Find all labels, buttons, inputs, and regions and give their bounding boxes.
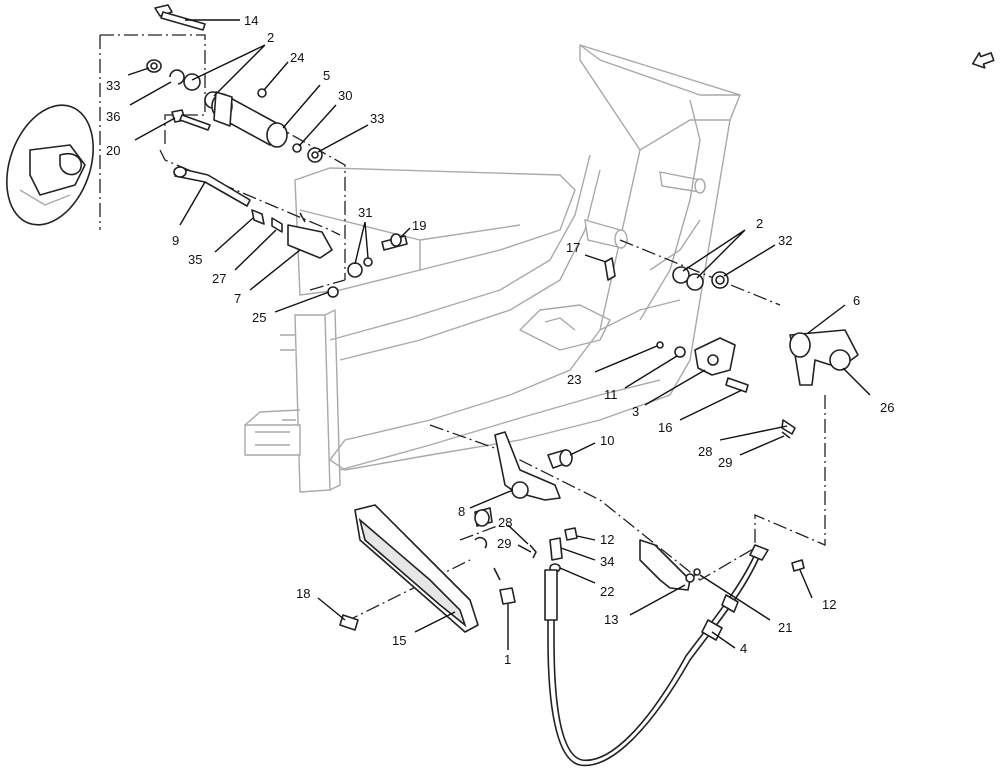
- callout-31: 31: [358, 205, 372, 220]
- bottom-parts: [339, 504, 805, 767]
- callout-5: 5: [323, 68, 330, 83]
- callout-15: 15: [392, 633, 406, 648]
- callout-11: 11: [604, 387, 618, 402]
- right-side-parts: [474, 257, 859, 527]
- callout-28: 28: [698, 444, 712, 459]
- callout-13: 13: [604, 612, 618, 627]
- callout-12: 12: [600, 532, 614, 547]
- callout-6: 6: [853, 293, 860, 308]
- callout-labels: 14 2 24 5 30 33 33 36 20 9 35 27 7 25 31…: [106, 13, 894, 667]
- callout-34: 34: [600, 554, 614, 569]
- callout-27: 27: [212, 271, 226, 286]
- callout-35: 35: [188, 252, 202, 267]
- callout-8: 8: [458, 504, 465, 519]
- callout-19: 19: [412, 218, 426, 233]
- assembly-lines: [99, 34, 826, 623]
- callout-2: 2: [267, 30, 274, 45]
- callout-21: 21: [778, 620, 792, 635]
- callout-22: 22: [600, 584, 614, 599]
- callout-24: 24: [290, 50, 304, 65]
- callout-32: 32: [778, 233, 792, 248]
- callout-4: 4: [740, 641, 747, 656]
- callout-7: 7: [234, 291, 241, 306]
- callout-33: 33: [106, 78, 120, 93]
- callout-26: 26: [880, 400, 894, 415]
- callout-3: 3: [632, 404, 639, 419]
- callout-33: 33: [370, 111, 384, 126]
- callout-10: 10: [600, 433, 614, 448]
- callout-23: 23: [567, 372, 581, 387]
- callout-16: 16: [658, 420, 672, 435]
- callout-9: 9: [172, 233, 179, 248]
- callout-12: 12: [822, 597, 836, 612]
- callout-20: 20: [106, 143, 120, 158]
- direction-arrow-icon: [971, 52, 995, 69]
- callout-2: 2: [756, 216, 763, 231]
- callout-36: 36: [106, 109, 120, 124]
- callout-28: 28: [498, 515, 512, 530]
- callout-29: 29: [718, 455, 732, 470]
- main-frame: [244, 44, 741, 493]
- callout-29: 29: [497, 536, 511, 551]
- callout-1: 1: [504, 652, 511, 667]
- callout-17: 17: [566, 240, 580, 255]
- callout-25: 25: [252, 310, 266, 325]
- leader-lines: [127, 19, 871, 650]
- disc-assembly: [6, 104, 94, 226]
- callout-18: 18: [296, 586, 310, 601]
- callout-14: 14: [244, 13, 258, 28]
- callout-30: 30: [338, 88, 352, 103]
